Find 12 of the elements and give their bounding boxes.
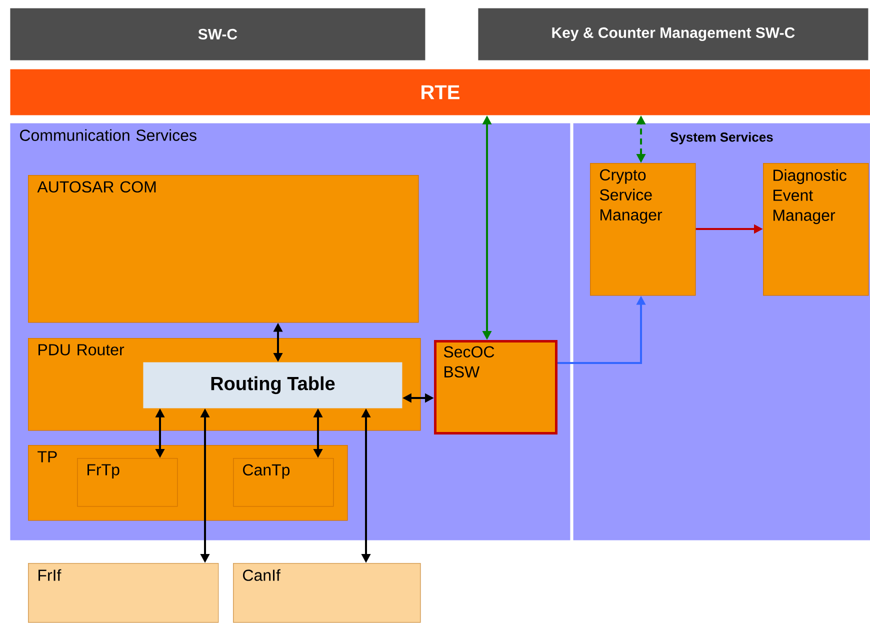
table-box: Routing Table: [143, 362, 402, 408]
module-box: SecOC BSW: [434, 340, 558, 434]
layer-bar: SW-C: [10, 8, 426, 60]
module-box: AUTOSAR COM: [28, 175, 419, 323]
module-box: Crypto Service Manager: [590, 163, 696, 296]
module-box: CanIf: [233, 563, 421, 623]
layer-bar: Key & Counter Management SW-C: [478, 8, 868, 60]
module-box: CanTp: [233, 458, 334, 507]
layer-bar: RTE: [10, 69, 870, 116]
module-box: Diagnostic Event Manager: [763, 163, 869, 296]
module-box: FrIf: [28, 563, 219, 623]
module-box: FrTp: [77, 458, 178, 507]
